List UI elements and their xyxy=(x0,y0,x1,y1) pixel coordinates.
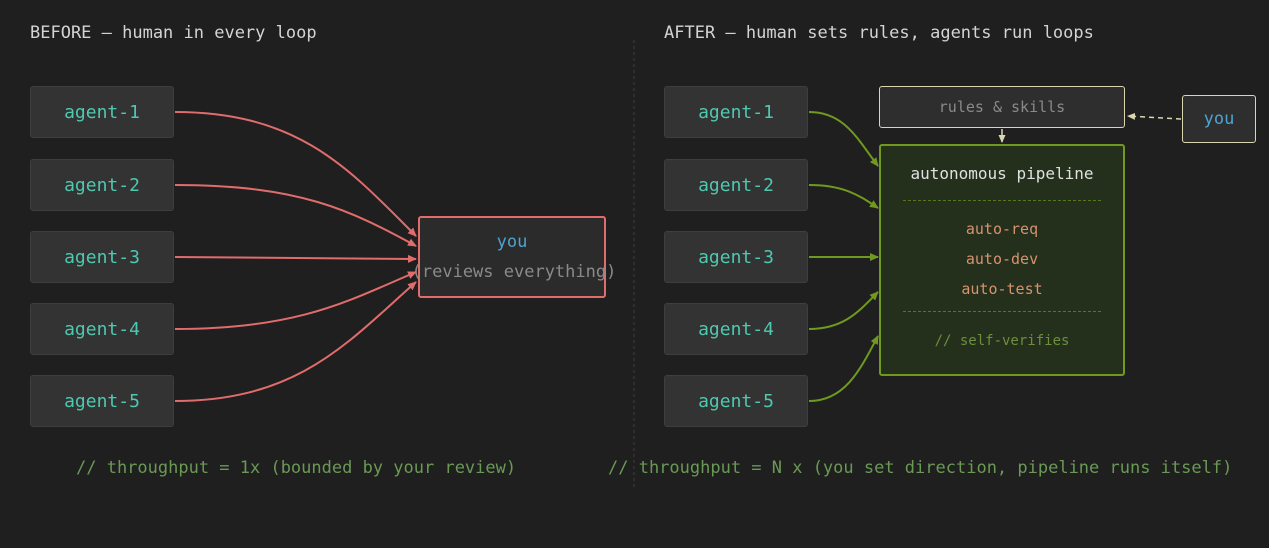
after-arrow-4 xyxy=(808,291,879,330)
pipeline-divider-bottom xyxy=(903,311,1101,312)
pipeline-stage-auto-req: auto-req xyxy=(965,220,1039,238)
before-agent-2: agent-2 xyxy=(30,159,174,211)
before-footer: // throughput = 1x (bounded by your revi… xyxy=(76,458,517,478)
after-agent-2: agent-2 xyxy=(664,159,808,211)
before-you-sublabel: (reviews everything) xyxy=(411,262,617,282)
before-arrow-5 xyxy=(174,281,417,402)
after-arrow-5 xyxy=(808,335,879,402)
after-agent-5: agent-5 xyxy=(664,375,808,427)
before-agent-4: agent-4 xyxy=(30,303,174,355)
pipeline-stage-auto-dev: auto-dev xyxy=(965,250,1039,268)
after-agent-3: agent-3 xyxy=(664,231,808,283)
after-agent-1: agent-1 xyxy=(664,86,808,138)
before-agent-3: agent-3 xyxy=(30,231,174,283)
pipeline-stage-auto-test: auto-test xyxy=(961,280,1043,298)
pipeline-divider-top xyxy=(903,200,1101,201)
before-arrow-4 xyxy=(174,271,417,330)
before-title: BEFORE — human in every loop xyxy=(30,23,317,43)
before-arrow-2 xyxy=(174,184,417,247)
before-agent-5: agent-5 xyxy=(30,375,174,427)
rules-and-skills-box: rules & skills xyxy=(879,86,1125,128)
before-arrow-1 xyxy=(174,111,417,237)
autonomous-pipeline-box: autonomous pipeline auto-req auto-dev au… xyxy=(879,144,1125,376)
after-agent-4: agent-4 xyxy=(664,303,808,355)
after-footer: // throughput = N x (you set direction, … xyxy=(608,458,1233,478)
you-to-rules-arrow xyxy=(1127,112,1182,120)
before-arrow-3 xyxy=(174,254,417,263)
before-agent-1: agent-1 xyxy=(30,86,174,138)
pipeline-title: autonomous pipeline xyxy=(910,164,1094,183)
after-arrow-2 xyxy=(808,184,879,209)
after-title: AFTER — human sets rules, agents run loo… xyxy=(664,23,1094,43)
before-you-label: you xyxy=(496,232,528,252)
after-arrow-1 xyxy=(808,111,879,167)
after-you-box: you xyxy=(1182,95,1256,143)
pipeline-note: // self-verifies xyxy=(934,333,1070,349)
before-you-box: you (reviews everything) xyxy=(412,216,616,298)
